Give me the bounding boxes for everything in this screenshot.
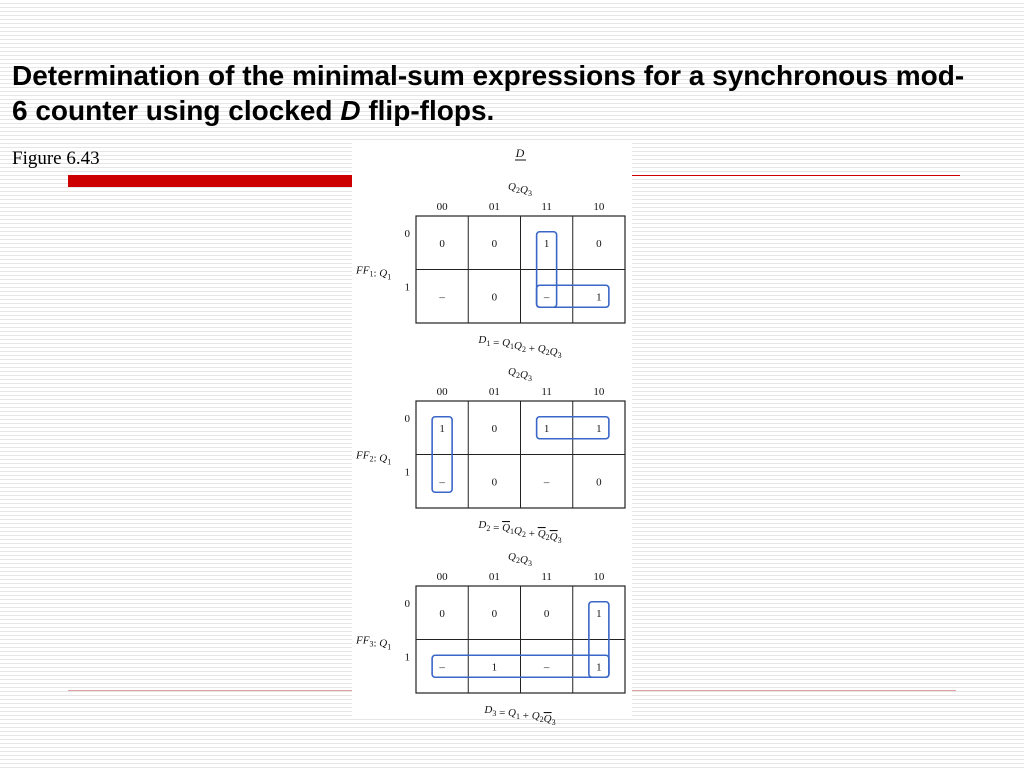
col-header: 11 <box>541 201 552 213</box>
kmap-cell: 0 <box>492 238 498 250</box>
figure-caption: Figure 6.43 <box>12 148 100 169</box>
col-header: 01 <box>489 386 500 398</box>
col-var-label: Q2Q3 <box>508 181 532 198</box>
slide-title: Determination of the minimal-sum express… <box>12 58 972 128</box>
kmap-cell: 0 <box>492 476 498 488</box>
kmap-cell: – <box>543 291 550 303</box>
kmap-cell: 1 <box>596 608 602 620</box>
figure-heading: D <box>515 146 525 160</box>
slide-title-variable: D <box>340 95 361 126</box>
col-header: 01 <box>489 571 500 583</box>
kmap-cell: 0 <box>492 608 498 620</box>
kmap-group <box>431 415 453 494</box>
row-header: 1 <box>405 651 411 663</box>
red-accent-bar <box>68 175 352 187</box>
kmap-cell: 1 <box>596 661 602 673</box>
col-header: 11 <box>541 571 552 583</box>
kmap-cell: 0 <box>492 291 498 303</box>
kmap-cell: 1 <box>544 238 550 250</box>
ff-label: FF2: Q1 <box>355 450 391 467</box>
col-header: 10 <box>593 571 605 583</box>
kmap-cell: – <box>543 661 550 673</box>
kmap-cell: 0 <box>439 608 445 620</box>
kmap-cell: – <box>438 291 445 303</box>
ff-label: FF3: Q1 <box>355 635 391 652</box>
kmap-cell: – <box>543 476 550 488</box>
row-header: 1 <box>405 281 411 293</box>
row-header: 0 <box>405 413 411 425</box>
col-header: 01 <box>489 201 500 213</box>
row-header: 0 <box>405 598 411 610</box>
kmap-cell: – <box>438 661 445 673</box>
col-header: 11 <box>541 386 552 398</box>
kmap-group <box>535 415 610 440</box>
kmap-group <box>431 654 610 679</box>
slide-title-text: Determination of the minimal-sum express… <box>12 60 965 126</box>
kmap-equation: D3 = Q1 + Q2Q3 <box>483 704 555 727</box>
row-header: 0 <box>405 228 411 240</box>
kmap-cell: 1 <box>439 423 445 435</box>
kmap-cell: 0 <box>492 423 498 435</box>
kmap-cell: 0 <box>596 476 602 488</box>
kmap-cell: 1 <box>492 661 498 673</box>
ff-label: FF1: Q1 <box>355 265 391 282</box>
row-header: 1 <box>405 466 411 478</box>
kmap-cell: 1 <box>596 423 602 435</box>
col-header: 10 <box>593 201 605 213</box>
kmap-group <box>535 284 610 309</box>
col-header: 10 <box>593 386 605 398</box>
red-accent-line <box>632 175 960 176</box>
kmap-equation: D2 = Q1Q2 + Q2Q3 <box>477 519 561 545</box>
kmap-cell: 0 <box>544 608 550 620</box>
col-var-label: Q2Q3 <box>508 366 532 383</box>
kmap-cell: 0 <box>439 238 445 250</box>
kmap-cell: – <box>438 476 445 488</box>
col-header: 00 <box>437 201 449 213</box>
col-header: 00 <box>437 386 449 398</box>
kmap-cell: 1 <box>596 291 602 303</box>
col-header: 00 <box>437 571 449 583</box>
slide-title-suffix: flip-flops. <box>360 95 495 126</box>
kmap-cell: 0 <box>596 238 602 250</box>
col-var-label: Q2Q3 <box>508 551 532 568</box>
kmap-equation: D1 = Q1Q2 + Q2Q3 <box>477 334 561 360</box>
kmap-cell: 1 <box>544 423 550 435</box>
